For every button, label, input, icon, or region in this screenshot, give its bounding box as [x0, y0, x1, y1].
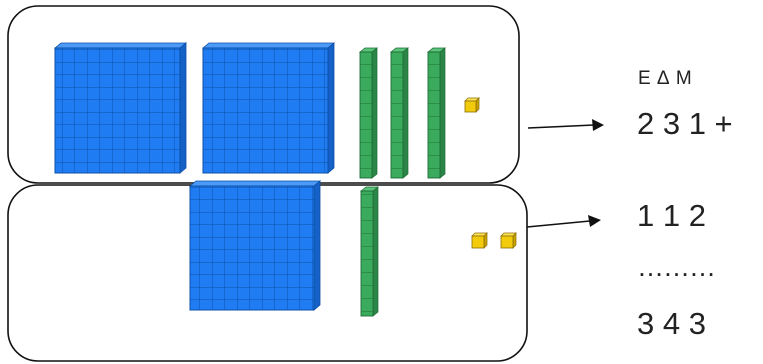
place-value-header: Ε Δ Μ: [638, 68, 693, 89]
arrow-top: [527, 119, 604, 131]
hundred-block: [188, 180, 322, 311]
hundred-block: [201, 42, 336, 174]
unit-cube: [471, 232, 488, 249]
hundred-block: [53, 42, 188, 174]
arrow-bottom: [526, 215, 601, 228]
ten-rod: [360, 186, 379, 317]
second-addend: 1 1 2: [637, 198, 706, 233]
ten-rod: [427, 47, 446, 179]
unit-cube: [500, 232, 517, 249]
sum-separator: ………: [637, 252, 716, 282]
ten-rod: [359, 47, 378, 179]
first-addend: 2 3 1 +: [637, 106, 733, 141]
sum-result: 3 4 3: [637, 306, 706, 341]
unit-cube: [464, 97, 480, 113]
ten-rod: [390, 47, 409, 179]
